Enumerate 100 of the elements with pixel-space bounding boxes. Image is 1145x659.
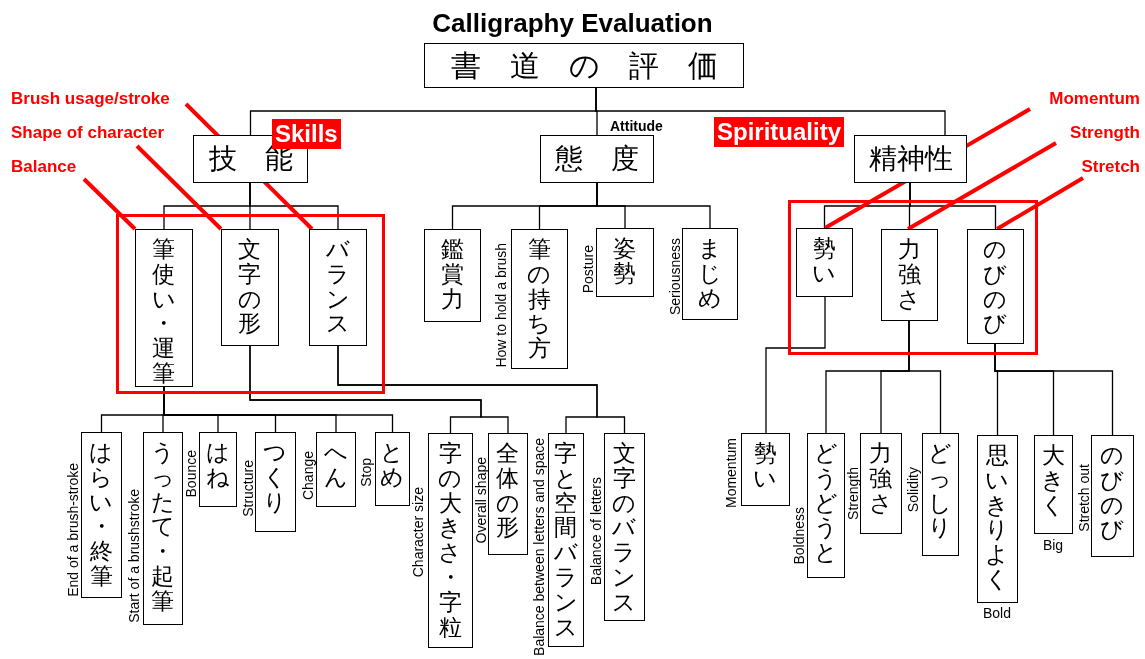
caption-label: Stop	[359, 458, 373, 487]
caption-label: Balance between letters and space	[532, 438, 546, 656]
box-label: のびのび	[982, 237, 1009, 337]
highlight-label: Spirituality	[714, 117, 845, 147]
text-box	[1091, 435, 1134, 557]
leader-line	[996, 176, 1084, 231]
caption-label: Boldness	[792, 507, 806, 565]
text-box	[922, 433, 959, 556]
text-box	[309, 229, 367, 346]
box-label: バランス	[325, 237, 351, 337]
text-box	[316, 432, 356, 507]
box-label: まじめ	[697, 236, 723, 311]
text-box	[796, 228, 853, 297]
text-box	[604, 433, 645, 621]
caption-label: Start of a brushstroke	[127, 489, 141, 623]
text-box	[860, 433, 902, 534]
text-box	[143, 432, 183, 625]
diagram-title: Calligraphy Evaluation	[431, 8, 714, 38]
connector-line	[596, 182, 711, 229]
text-box	[135, 229, 193, 387]
heading-label: Attitude	[610, 119, 663, 133]
box-label: 力強さ	[896, 237, 923, 312]
box-label: 文字の形	[237, 237, 263, 337]
text-box	[977, 435, 1018, 603]
highlight-frame	[788, 200, 1038, 355]
caption-label: Posture	[581, 244, 595, 293]
caption-label: Momentum	[724, 437, 738, 508]
text-box	[682, 228, 738, 320]
text-box	[428, 433, 473, 648]
leader-line	[907, 141, 1057, 231]
text-box	[540, 135, 654, 183]
box-label: どっしり	[927, 441, 954, 541]
box-label: どうどうと	[813, 441, 839, 566]
annotation-label: Brush usage/stroke	[11, 88, 186, 110]
caption-label: Bounce	[184, 449, 198, 497]
box-label: 筆使い・運筆	[151, 237, 177, 386]
box-label: 鑑賞力	[440, 237, 465, 312]
box-label: つくり	[262, 440, 289, 515]
leader-line	[135, 144, 223, 231]
caption-label: Balance of letters	[589, 476, 603, 585]
leader-line	[82, 177, 137, 231]
text-box	[375, 432, 410, 506]
box-label: はらい・終筆	[88, 440, 115, 589]
box-label: 思いきりよく	[984, 443, 1011, 592]
text-box	[511, 229, 568, 369]
annotation-label: Shape of character	[11, 122, 181, 144]
connector-line	[163, 386, 394, 433]
box-label: のびのび	[1099, 443, 1126, 543]
caption-label: Structure	[241, 460, 255, 517]
caption-label: Bold	[983, 606, 1011, 620]
caption-label: Stretch out	[1077, 464, 1091, 532]
box-label: うったて・起筆	[150, 440, 176, 614]
highlight-label: Skills	[272, 119, 341, 149]
box-label: はね	[205, 440, 231, 490]
highlight-frame	[116, 214, 385, 394]
connector-line	[994, 343, 1114, 436]
text-box	[967, 229, 1024, 344]
box-label: 筆の持ち方	[526, 237, 553, 362]
text-box	[741, 433, 790, 506]
text-box	[881, 229, 938, 321]
caption-label: Seriousness	[668, 237, 682, 315]
annotation-label: Stretch	[1060, 156, 1140, 178]
box-label: 勢い	[752, 441, 779, 491]
box-label: 大きく	[1040, 443, 1067, 518]
box-label: とめ	[379, 440, 406, 490]
connector-line	[765, 296, 826, 434]
text-box	[424, 229, 481, 322]
box-label: 字の大きさ・字粒	[437, 441, 464, 640]
box-label: 姿勢	[612, 236, 638, 286]
box-label: 書道の評価	[449, 50, 747, 81]
text-box	[807, 433, 845, 578]
annotation-label: Balance	[11, 156, 86, 178]
box-label: 勢い	[811, 236, 838, 286]
box-label: 態度	[554, 145, 667, 173]
box-label: 全体の形	[495, 441, 521, 541]
text-box	[854, 135, 967, 183]
box-label: へん	[323, 440, 349, 490]
caption-label: Overall shape	[474, 456, 488, 543]
caption-label: Character size	[411, 486, 425, 577]
text-box	[1034, 435, 1073, 534]
connector-line	[908, 320, 942, 434]
text-box	[199, 432, 237, 507]
box-label: 力強さ	[868, 441, 894, 516]
connector-line	[249, 182, 339, 230]
text-box	[221, 229, 279, 346]
connector-line	[909, 182, 997, 230]
caption-label: End of a brush-stroke	[66, 463, 80, 597]
caption-label: Solidity	[906, 466, 920, 512]
annotation-label: Strength	[1050, 122, 1140, 144]
annotation-label: Momentum	[1030, 88, 1140, 110]
caption-label: How to hold a brush	[494, 243, 508, 368]
text-box	[548, 433, 584, 647]
caption-label: Change	[301, 450, 315, 500]
caption-label: Strength	[846, 467, 860, 520]
title-box	[424, 43, 744, 88]
box-label: 文字のバランス	[611, 441, 638, 615]
caption-label: Big	[1042, 538, 1064, 552]
text-box	[488, 433, 528, 555]
box-label: 字と空間バランス	[553, 441, 579, 640]
text-box	[81, 432, 122, 598]
